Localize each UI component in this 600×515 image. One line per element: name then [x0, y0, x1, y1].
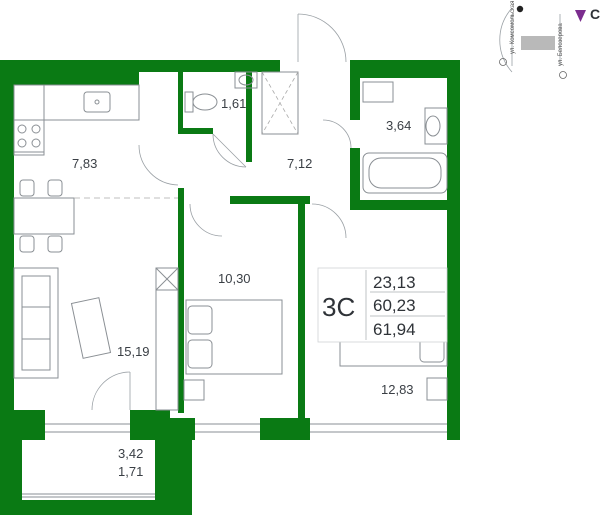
room-labels: 7,83 1,61 7,12 3,64 15,19 10,30 12,83 3,… — [72, 96, 414, 479]
right-bath-fixtures — [362, 81, 448, 194]
bathtub-icon — [362, 152, 448, 194]
street-1-label: ул. Комсомольская — [510, 1, 516, 54]
building-mark — [521, 36, 555, 50]
stove-icon — [13, 119, 45, 153]
living-area-total: 23,13 — [373, 273, 416, 292]
small-bath-fixtures — [184, 71, 299, 168]
toilet-icon — [184, 91, 194, 113]
room-hall-area: 7,12 — [287, 156, 312, 171]
sun-icon — [559, 71, 567, 79]
coffee-table-icon — [70, 297, 112, 359]
washing-machine-icon — [362, 81, 394, 103]
windows — [22, 418, 447, 500]
apartment-type: 3С — [322, 292, 355, 322]
hall-doors — [138, 119, 352, 239]
compass: ул. Комсомольская ул. Белозерова С — [499, 1, 600, 79]
washbasin-icon — [424, 107, 448, 145]
entrance-door — [280, 12, 350, 72]
sofa-icon — [13, 267, 59, 379]
summary-box: 3С 23,13 60,23 61,94 — [317, 267, 448, 343]
north-letter: С — [590, 6, 600, 22]
shower-icon — [261, 71, 299, 135]
bed-icon — [185, 299, 283, 375]
room-bathroom-area: 3,64 — [386, 118, 411, 133]
bedroom-1-fixtures — [183, 299, 283, 401]
balcony-reduced-area: 1,71 — [118, 464, 143, 479]
total-area-with-balcony: 61,94 — [373, 320, 416, 339]
room-bedroom-2-area: 12,83 — [381, 382, 414, 397]
sun-icon — [499, 58, 507, 66]
wardrobe-icon — [155, 267, 179, 411]
room-bathroom-small-area: 1,61 — [221, 96, 246, 111]
kitchen-fixtures — [13, 84, 178, 253]
sink-icon — [83, 91, 111, 113]
washbasin-icon — [234, 71, 258, 89]
total-area: 60,23 — [373, 296, 416, 315]
living-fixtures — [13, 267, 179, 411]
dining-table-icon — [13, 197, 75, 235]
room-living-area: 15,19 — [117, 344, 150, 359]
street-2-label: ул. Белозерова — [558, 23, 564, 66]
balcony-full-area: 3,42 — [118, 446, 143, 461]
north-arrow-icon — [575, 10, 586, 22]
moon-icon — [516, 5, 524, 13]
room-bedroom-1-area: 10,30 — [218, 271, 251, 286]
room-kitchen-area: 7,83 — [72, 156, 97, 171]
